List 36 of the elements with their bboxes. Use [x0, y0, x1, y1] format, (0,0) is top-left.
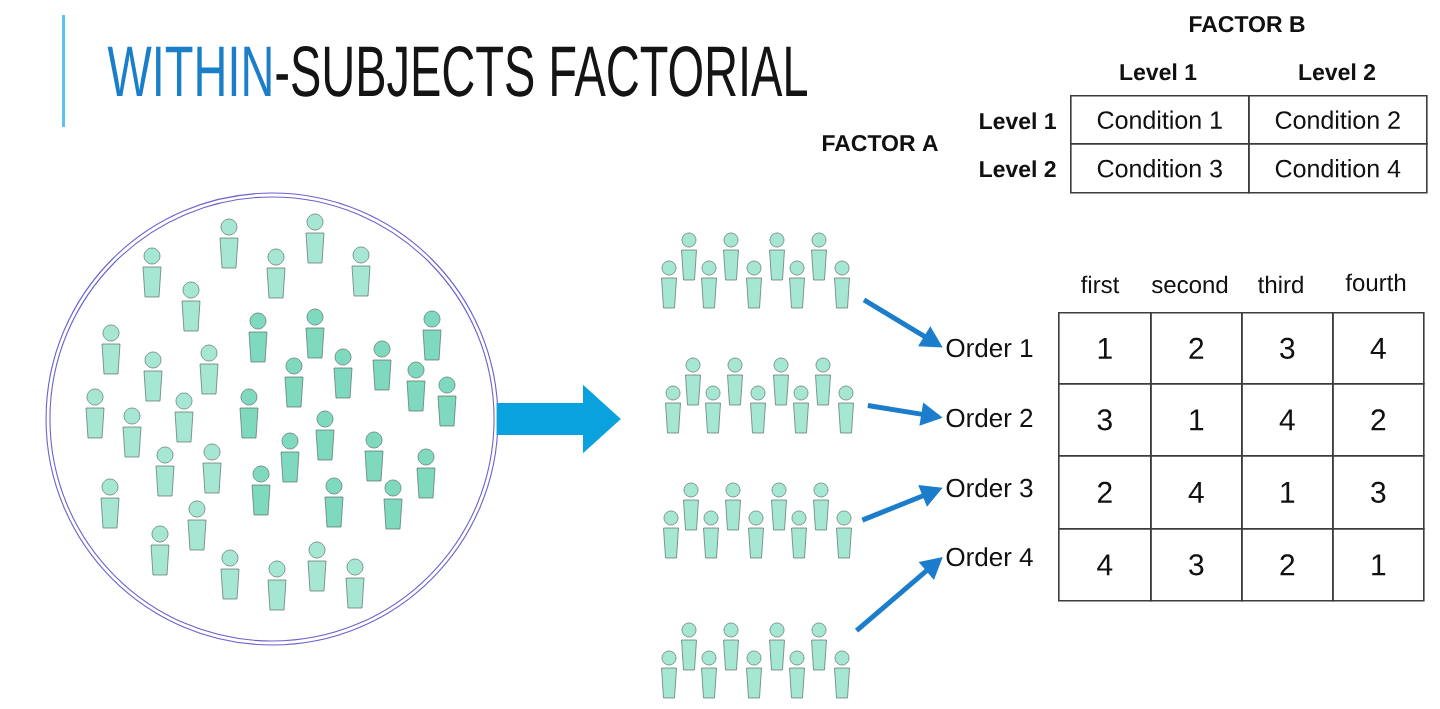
- table-cell: 3: [1058, 383, 1152, 457]
- column-header: first: [1081, 275, 1120, 294]
- column-header: third: [1258, 275, 1303, 294]
- table-cell: Condition 3: [1070, 143, 1250, 194]
- column-header: Level 1: [1120, 63, 1197, 81]
- title: WITHIN-SUBJECTS FACTORIAL: [107, 46, 807, 97]
- table-cell: 3: [1241, 312, 1334, 385]
- table-cell: 2: [1241, 528, 1334, 602]
- table-cell: 4: [1332, 312, 1425, 385]
- table-cell: 2: [1150, 312, 1243, 385]
- table-cell: 4: [1058, 528, 1152, 602]
- table-cell: 1: [1241, 455, 1334, 530]
- column-header: second: [1151, 275, 1228, 294]
- table-cell: 4: [1150, 455, 1243, 530]
- column-header: fourth: [1345, 273, 1406, 292]
- table-cell: 3: [1150, 528, 1243, 602]
- table-cell: 3: [1332, 455, 1425, 530]
- table-cell: Condition 4: [1248, 143, 1428, 194]
- factor-label: FACTOR A: [823, 134, 938, 152]
- table-cell: 1: [1150, 383, 1243, 457]
- order-label: Order 3: [946, 478, 1033, 498]
- table-cell: 2: [1058, 455, 1152, 530]
- table-cell: 4: [1241, 383, 1334, 457]
- table-cell: Condition 1: [1070, 95, 1250, 145]
- table-cell: Condition 2: [1248, 95, 1428, 145]
- table-cell: 2: [1332, 383, 1425, 457]
- order-label: Order 1: [946, 338, 1033, 358]
- row-header: Level 2: [980, 160, 1056, 178]
- order-label: Order 2: [946, 408, 1033, 428]
- factor-label: FACTOR B: [1190, 15, 1305, 33]
- table-cell: 1: [1058, 312, 1152, 385]
- order-label: Order 4: [946, 547, 1033, 567]
- column-header: Level 2: [1299, 63, 1376, 81]
- row-header: Level 1: [980, 112, 1056, 130]
- population-circle: [45, 192, 499, 646]
- table-cell: 1: [1332, 528, 1425, 602]
